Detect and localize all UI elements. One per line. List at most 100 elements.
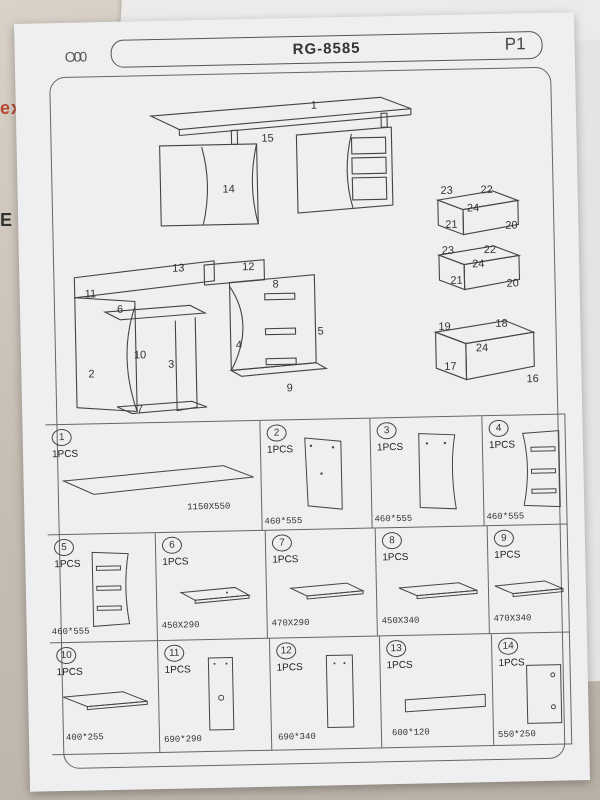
part-cell-13: 13 1PCS 600*120 (379, 634, 495, 749)
part-dimension: 690*290 (163, 734, 202, 745)
part-dimension: 690*340 (277, 731, 316, 743)
exploded-side-panel (74, 297, 138, 413)
part-cell-9: 9 1PCS 470X340 (487, 524, 570, 635)
assembly-label-1: 1 (311, 100, 317, 112)
assembly-label-5: 5 (317, 326, 323, 338)
assembly-label-20b: 20 (506, 277, 518, 289)
part-cell-10: 10 1PCS 400*255 (49, 641, 161, 756)
part-dimension: 460*555 (264, 516, 303, 527)
model-number: RG-8585 (292, 39, 361, 59)
part-number: 2 (266, 424, 287, 442)
assembly-label-17: 17 (444, 361, 456, 373)
desk-top-shape (148, 96, 412, 131)
part-cell-4: 4 1PCS 460*555 (482, 414, 568, 527)
part-cell-3: 3 1PCS 460*555 (370, 416, 485, 529)
part-number: 11 (164, 644, 185, 662)
part-dimension: 460*555 (374, 513, 413, 525)
part-dimension: 1150X550 (187, 501, 231, 513)
part-dimension: 450X340 (381, 615, 420, 627)
part-quantity: 1PCS (376, 441, 404, 454)
part-number: 5 (53, 538, 75, 557)
parts-list-grid: 1 1PCS 1150X550 2 1PCS 460*555 3 1PCS 46… (45, 413, 573, 766)
part-quantity: 1PCS (164, 664, 191, 676)
assembly-label-14: 14 (222, 183, 234, 195)
assembly-label-3: 3 (168, 359, 174, 371)
assembly-label-7: 7 (137, 403, 143, 415)
part-number: 1 (51, 428, 72, 447)
assembly-label-10: 10 (134, 349, 146, 361)
assembly-label-6: 6 (117, 304, 123, 316)
instruction-sheet: O00 RG-8585 P1 (14, 12, 590, 792)
assembly-label-4: 4 (236, 339, 242, 351)
assembly-label-8: 8 (272, 278, 278, 290)
assembly-label-21a: 21 (445, 219, 457, 231)
page-number: P1 (504, 34, 526, 54)
assembly-label-24b: 24 (472, 258, 484, 270)
assembly-label-16: 16 (526, 373, 538, 385)
part-quantity: 1PCS (382, 551, 409, 564)
assembly-label-24c: 24 (476, 342, 488, 354)
part-dimension: 600*120 (391, 727, 430, 739)
exploded-assembly-diagram: 1 15 14 13 12 11 6 2 10 3 4 5 8 9 7 23 2… (73, 96, 539, 415)
part-quantity: 1PCS (272, 554, 299, 566)
part-12-drawing (325, 654, 355, 729)
part-cell-7: 7 1PCS 470X290 (265, 528, 378, 639)
part-5-drawing (91, 551, 131, 627)
assembly-label-22b: 22 (484, 244, 496, 256)
part-11-drawing (207, 657, 235, 731)
exploded-back-panel (73, 260, 216, 299)
part-number: 12 (276, 642, 297, 660)
part-10-drawing (62, 691, 148, 711)
part-cell-2: 2 1PCS 460*555 (260, 418, 373, 531)
part-number: 4 (488, 419, 509, 438)
assembly-label-21b: 21 (450, 275, 462, 287)
part-quantity: 1PCS (51, 448, 79, 461)
part-quantity: 1PCS (266, 444, 294, 456)
assembly-label-19: 19 (438, 321, 450, 333)
part-6-drawing (179, 586, 251, 604)
desk-post-right (380, 112, 388, 128)
assembly-label-11: 11 (85, 288, 97, 300)
part-number: 3 (376, 422, 397, 440)
part-dimension: 470X340 (493, 613, 532, 625)
header-bar: RG-8585 P1 (110, 30, 543, 68)
part-7-drawing (289, 582, 365, 600)
part-quantity: 1PCS (494, 549, 521, 562)
assembly-label-2: 2 (88, 368, 94, 380)
part-quantity: 1PCS (498, 657, 525, 669)
assembly-label-13: 13 (172, 262, 184, 274)
assembly-label-20a: 20 (505, 219, 517, 231)
part-2-drawing (304, 437, 343, 510)
carton-print-2: E (0, 210, 13, 230)
assembly-label-15: 15 (261, 133, 273, 145)
assembly-label-9: 9 (287, 382, 293, 394)
part-9-drawing (494, 580, 564, 598)
part-1-drawing (61, 465, 254, 495)
part-dimension: 470X290 (271, 617, 310, 629)
assembly-label-23b: 23 (442, 245, 454, 257)
part-dimension: 550*250 (497, 729, 536, 740)
part-quantity: 1PCS (54, 558, 81, 571)
part-cell-5: 5 1PCS 460*555 (47, 533, 158, 644)
part-14-drawing (526, 664, 563, 724)
assembly-label-23a: 23 (440, 185, 452, 197)
part-13-drawing (404, 693, 486, 713)
part-cell-12: 12 1PCS 690*340 (269, 636, 383, 751)
part-quantity: 1PCS (276, 662, 303, 674)
part-dimension: 450X290 (161, 620, 200, 631)
part-cell-6: 6 1PCS 450X290 (155, 530, 268, 642)
part-dimension: 460*555 (51, 626, 90, 638)
part-number: 7 (271, 534, 293, 552)
part-3-drawing (418, 433, 457, 510)
part-dimension: 460*555 (486, 511, 525, 523)
part-4-drawing (522, 430, 561, 508)
part-quantity: 1PCS (162, 556, 189, 568)
header-circles: O00 (64, 48, 86, 65)
assembly-label-18: 18 (495, 318, 507, 330)
part-quantity: 1PCS (56, 666, 83, 679)
part-cell-14: 14 1PCS 550*250 (491, 632, 573, 747)
part-dimension: 400*255 (65, 732, 104, 744)
part-number: 13 (386, 639, 407, 658)
part-number: 10 (56, 646, 77, 665)
part-quantity: 1PCS (488, 439, 516, 452)
